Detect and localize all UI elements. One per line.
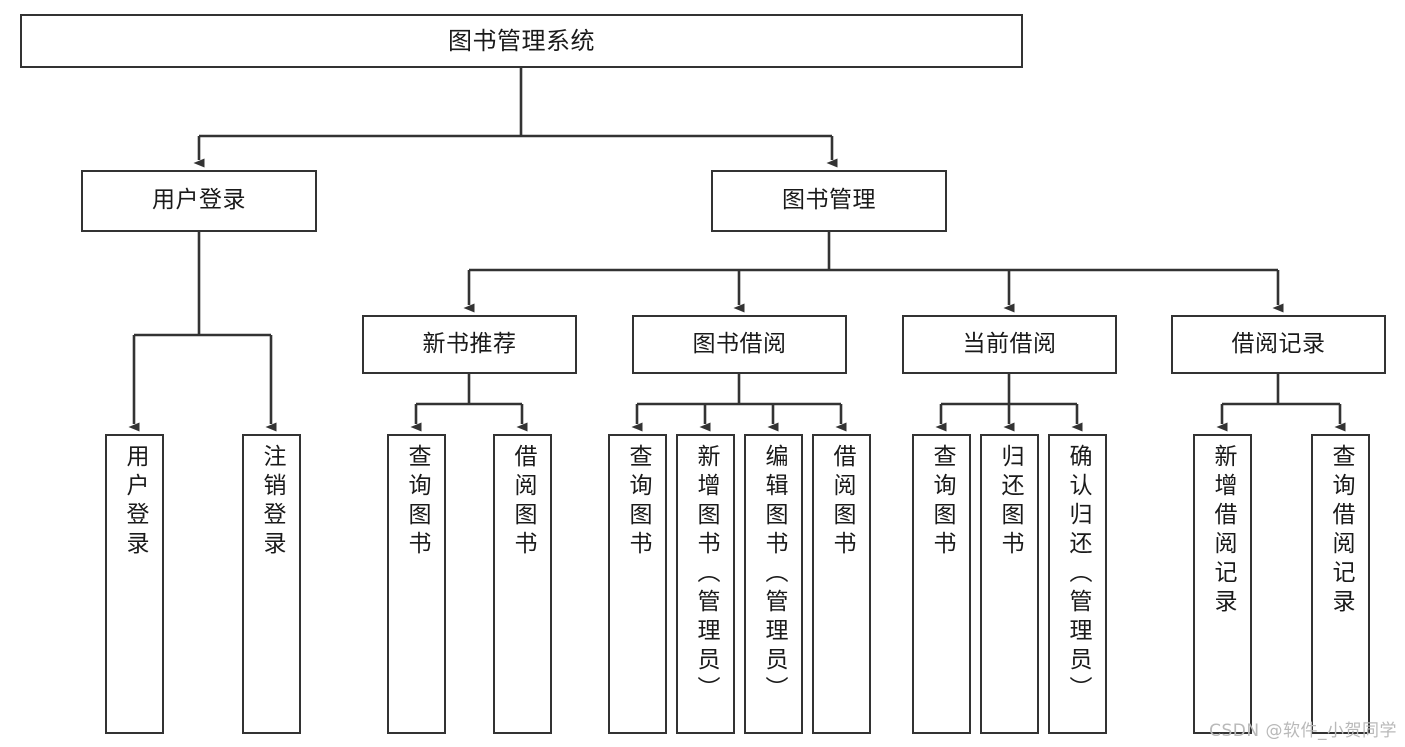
node-root-label: 图书管理系统 bbox=[448, 26, 595, 55]
leaf-label: 新增图书（管理员） bbox=[693, 444, 719, 705]
leaf-label: 新增借阅记录 bbox=[1210, 444, 1236, 618]
leaf-new-book-borrow[interactable]: 借阅图书 bbox=[493, 434, 552, 734]
leaf-label: 查询图书 bbox=[929, 444, 955, 560]
csdn-watermark: CSDN @软件_小贺同学 bbox=[1209, 721, 1397, 741]
leaf-book-borrow-add[interactable]: 新增图书（管理员） bbox=[676, 434, 735, 734]
leaf-book-borrow-borrow[interactable]: 借阅图书 bbox=[812, 434, 871, 734]
leaf-label: 借阅图书 bbox=[510, 444, 536, 560]
leaf-current-borrow-confirm-return[interactable]: 确认归还（管理员） bbox=[1048, 434, 1107, 734]
leaf-label: 编辑图书（管理员） bbox=[761, 444, 787, 705]
node-borrow-record[interactable]: 借阅记录 bbox=[1171, 315, 1386, 374]
leaf-label: 查询借阅记录 bbox=[1328, 444, 1354, 618]
node-book-borrow-label: 图书借阅 bbox=[692, 330, 787, 357]
leaf-label: 确认归还（管理员） bbox=[1065, 444, 1091, 705]
leaf-current-borrow-query[interactable]: 查询图书 bbox=[912, 434, 971, 734]
node-book-management[interactable]: 图书管理 bbox=[711, 170, 947, 232]
leaf-new-book-query[interactable]: 查询图书 bbox=[387, 434, 446, 734]
leaf-book-borrow-query[interactable]: 查询图书 bbox=[608, 434, 667, 734]
leaf-label: 注销登录 bbox=[259, 444, 285, 560]
node-book-borrow[interactable]: 图书借阅 bbox=[632, 315, 847, 374]
leaf-borrow-record-add[interactable]: 新增借阅记录 bbox=[1193, 434, 1252, 734]
leaf-current-borrow-return[interactable]: 归还图书 bbox=[980, 434, 1039, 734]
leaf-book-borrow-edit[interactable]: 编辑图书（管理员） bbox=[744, 434, 803, 734]
leaf-label: 查询图书 bbox=[625, 444, 651, 560]
node-current-borrow-label: 当前借阅 bbox=[962, 330, 1057, 357]
leaf-label: 用户登录 bbox=[122, 444, 148, 560]
node-book-management-label: 图书管理 bbox=[782, 187, 876, 214]
leaf-label: 查询图书 bbox=[404, 444, 430, 560]
leaf-user-login-login[interactable]: 用户登录 bbox=[105, 434, 164, 734]
node-new-book-recommend-label: 新书推荐 bbox=[422, 330, 517, 357]
node-current-borrow[interactable]: 当前借阅 bbox=[902, 315, 1117, 374]
leaf-user-login-logout[interactable]: 注销登录 bbox=[242, 434, 301, 734]
node-borrow-record-label: 借阅记录 bbox=[1231, 330, 1326, 357]
node-root[interactable]: 图书管理系统 bbox=[20, 14, 1023, 68]
node-new-book-recommend[interactable]: 新书推荐 bbox=[362, 315, 577, 374]
leaf-borrow-record-query[interactable]: 查询借阅记录 bbox=[1311, 434, 1370, 734]
node-user-login-label: 用户登录 bbox=[152, 187, 246, 214]
node-user-login[interactable]: 用户登录 bbox=[81, 170, 317, 232]
leaf-label: 借阅图书 bbox=[829, 444, 855, 560]
leaf-label: 归还图书 bbox=[997, 444, 1023, 560]
